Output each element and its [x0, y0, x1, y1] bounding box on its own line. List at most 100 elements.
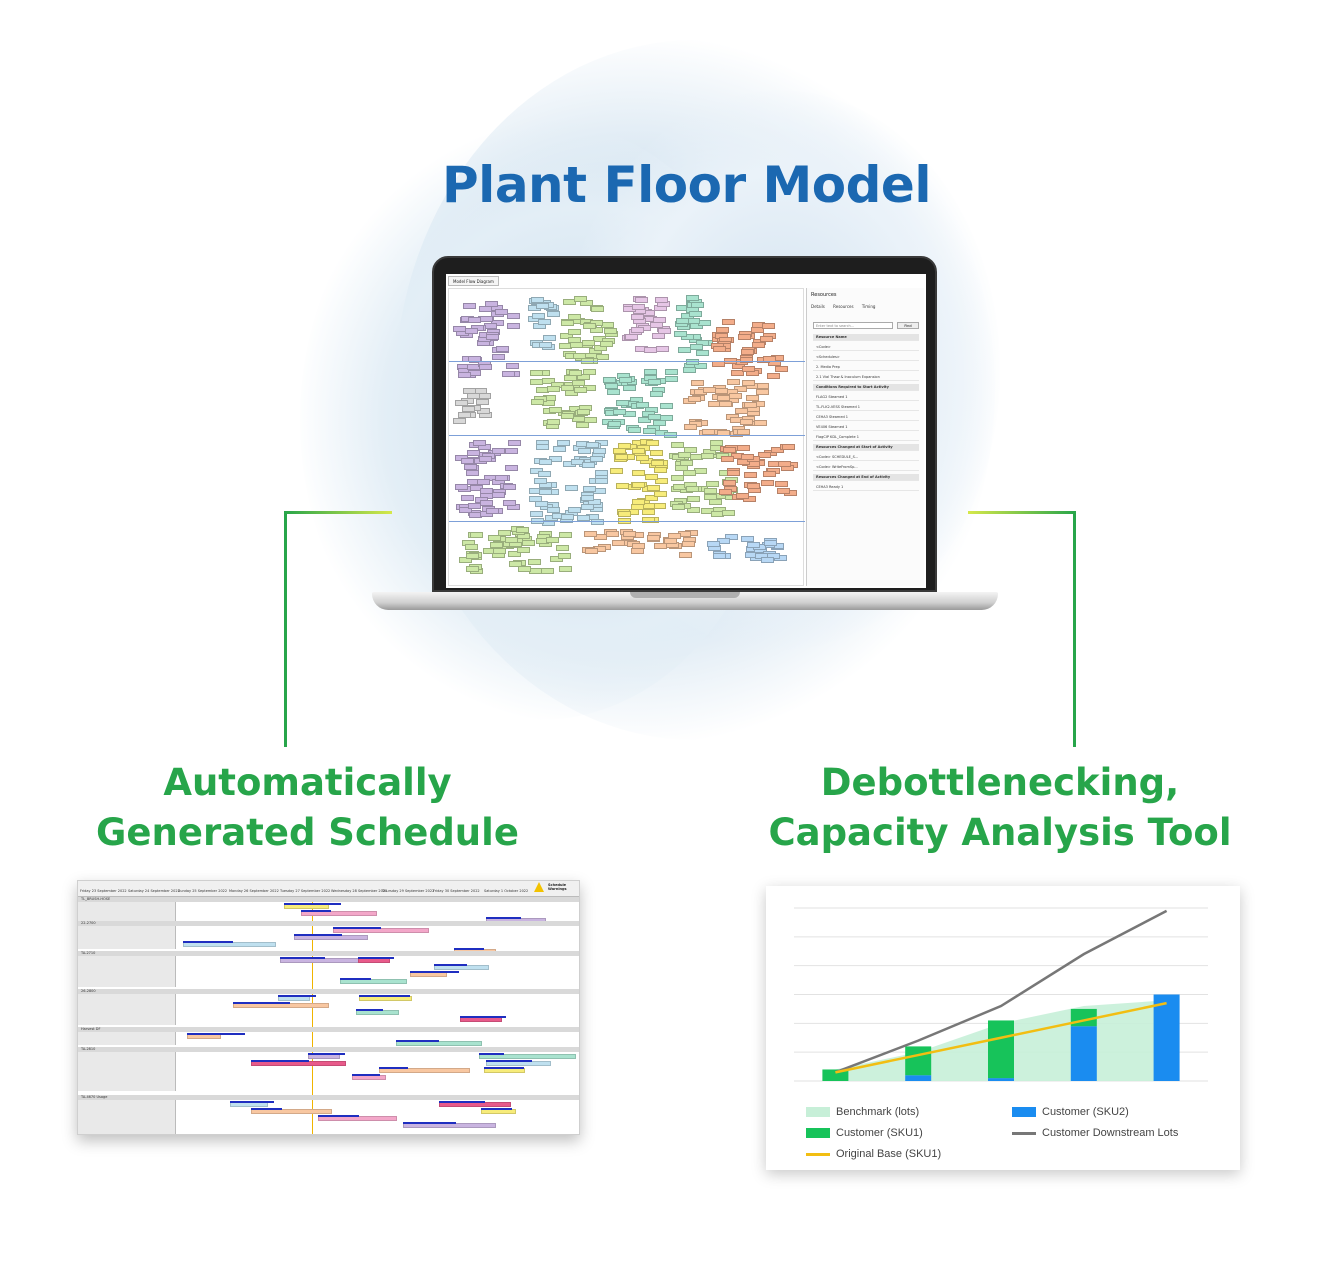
- process-node[interactable]: [583, 369, 597, 376]
- resource-row[interactable]: <Schedules>: [813, 354, 919, 361]
- process-node[interactable]: [647, 414, 661, 421]
- process-node[interactable]: [689, 343, 703, 350]
- process-node[interactable]: [726, 379, 740, 386]
- process-node[interactable]: [686, 295, 700, 302]
- process-node[interactable]: [560, 319, 574, 326]
- process-node[interactable]: [690, 379, 704, 386]
- schedule-task-bar[interactable]: [479, 1054, 576, 1059]
- process-node[interactable]: [722, 319, 736, 326]
- process-node[interactable]: [740, 348, 754, 355]
- process-node[interactable]: [558, 531, 572, 538]
- flow-diagram-canvas[interactable]: [448, 288, 805, 586]
- process-node[interactable]: [623, 385, 637, 392]
- process-node[interactable]: [477, 408, 491, 415]
- process-node[interactable]: [590, 519, 604, 526]
- process-node[interactable]: [561, 514, 575, 521]
- process-node[interactable]: [590, 305, 604, 312]
- process-node[interactable]: [465, 470, 479, 477]
- process-node[interactable]: [584, 417, 598, 424]
- process-node[interactable]: [587, 498, 601, 505]
- process-node[interactable]: [674, 331, 687, 338]
- process-node[interactable]: [546, 537, 560, 544]
- process-node[interactable]: [750, 326, 764, 333]
- process-node[interactable]: [467, 450, 481, 456]
- process-node[interactable]: [735, 407, 749, 414]
- schedule-group-header[interactable]: 22-2700: [78, 921, 579, 926]
- process-node[interactable]: [764, 540, 778, 547]
- process-node[interactable]: [664, 369, 678, 376]
- process-node[interactable]: [761, 480, 775, 487]
- process-node[interactable]: [712, 345, 726, 352]
- process-node[interactable]: [759, 336, 773, 343]
- process-node[interactable]: [508, 439, 522, 446]
- process-node[interactable]: [472, 440, 486, 447]
- process-node[interactable]: [484, 300, 498, 307]
- process-node[interactable]: [775, 366, 789, 373]
- process-node[interactable]: [687, 506, 701, 513]
- process-node[interactable]: [590, 326, 604, 333]
- process-node[interactable]: [585, 547, 599, 554]
- process-node[interactable]: [643, 369, 657, 376]
- process-node[interactable]: [686, 495, 700, 502]
- process-node[interactable]: [630, 314, 644, 321]
- process-node[interactable]: [624, 334, 638, 341]
- process-node[interactable]: [593, 447, 607, 454]
- process-node[interactable]: [505, 362, 519, 369]
- process-node[interactable]: [596, 353, 609, 360]
- process-node[interactable]: [607, 421, 621, 428]
- process-node[interactable]: [529, 496, 543, 502]
- schedule-group-header[interactable]: 26-2800: [78, 989, 579, 994]
- process-node[interactable]: [654, 296, 668, 303]
- process-node[interactable]: [623, 530, 637, 537]
- process-node[interactable]: [646, 440, 660, 447]
- process-node[interactable]: [635, 296, 649, 303]
- process-node[interactable]: [672, 504, 686, 511]
- process-node[interactable]: [463, 302, 477, 309]
- process-node[interactable]: [517, 546, 531, 553]
- process-node[interactable]: [636, 401, 650, 408]
- process-node[interactable]: [746, 483, 760, 490]
- schedule-task-bar[interactable]: [339, 979, 407, 984]
- schedule-group-header[interactable]: TL_BRUSH-HOSE: [78, 897, 579, 902]
- resource-row[interactable]: 2. Media Prep: [813, 364, 919, 371]
- process-node[interactable]: [717, 394, 731, 401]
- process-node[interactable]: [718, 401, 732, 408]
- process-node[interactable]: [536, 444, 550, 451]
- process-node[interactable]: [453, 325, 467, 332]
- process-node[interactable]: [515, 526, 529, 533]
- process-node[interactable]: [507, 550, 521, 557]
- process-node[interactable]: [491, 492, 505, 499]
- process-node[interactable]: [582, 461, 596, 468]
- process-node[interactable]: [740, 535, 754, 542]
- process-node[interactable]: [562, 299, 576, 306]
- process-node[interactable]: [676, 317, 690, 324]
- process-node[interactable]: [580, 504, 594, 511]
- process-node[interactable]: [630, 326, 644, 333]
- process-node[interactable]: [631, 470, 645, 477]
- process-node[interactable]: [701, 452, 715, 459]
- process-node[interactable]: [777, 460, 791, 467]
- process-node[interactable]: [577, 515, 591, 522]
- process-node[interactable]: [480, 499, 494, 506]
- process-node[interactable]: [529, 467, 543, 474]
- process-node[interactable]: [465, 544, 479, 551]
- process-node[interactable]: [627, 426, 641, 433]
- process-node[interactable]: [631, 499, 645, 506]
- process-node[interactable]: [653, 542, 667, 549]
- process-node[interactable]: [553, 446, 567, 453]
- process-node[interactable]: [569, 342, 583, 349]
- process-node[interactable]: [642, 508, 656, 515]
- process-node[interactable]: [740, 418, 754, 425]
- process-node[interactable]: [479, 316, 493, 323]
- process-node[interactable]: [659, 402, 673, 409]
- process-node[interactable]: [655, 478, 669, 485]
- process-node[interactable]: [455, 400, 469, 407]
- process-node[interactable]: [744, 401, 758, 408]
- process-node[interactable]: [507, 312, 521, 319]
- process-node[interactable]: [492, 353, 506, 360]
- process-node[interactable]: [468, 316, 482, 323]
- process-node[interactable]: [505, 464, 519, 471]
- process-node[interactable]: [677, 347, 691, 354]
- process-node[interactable]: [538, 341, 552, 348]
- process-node[interactable]: [460, 494, 474, 501]
